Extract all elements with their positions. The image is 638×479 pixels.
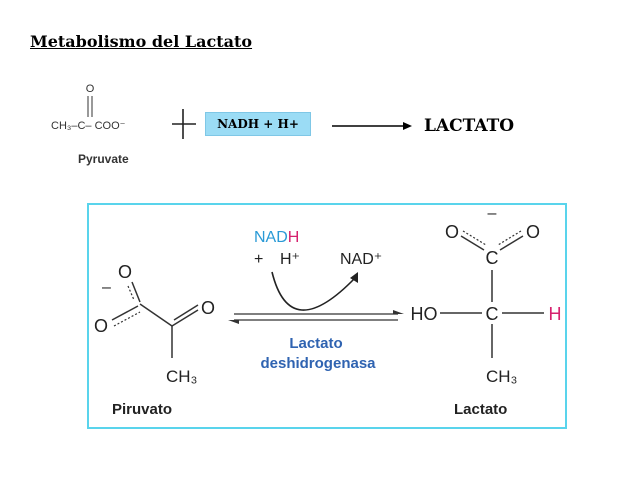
product-label: LACTATO	[424, 116, 515, 136]
lactato-charge: –	[488, 205, 497, 222]
piruvato-o-top: O	[118, 262, 132, 282]
lactato-h: H	[549, 304, 562, 324]
piruvato-o-left: O	[94, 316, 108, 336]
equilibrium-arrows	[228, 310, 404, 324]
lactato-label: Lactato	[454, 401, 507, 418]
reaction-frame	[87, 203, 567, 429]
pyruvate-label: Pyruvate	[78, 152, 129, 166]
cofactor-nad: NAD⁺	[340, 251, 382, 268]
piruvato-charge: –	[102, 279, 111, 296]
proton-plus: +	[254, 251, 263, 268]
pyruvate-carbonyl-o: O	[86, 83, 95, 95]
page-title: Metabolismo del Lactato	[30, 32, 253, 51]
lactato-o-left: O	[445, 222, 459, 242]
enzyme-line-2: deshidrogenasa	[260, 355, 376, 372]
enzyme-line-1: Lactato	[289, 335, 342, 352]
lactato-ch3: CH₃	[486, 367, 517, 386]
lactato-c-carboxyl: C	[486, 248, 499, 268]
pyruvate-formula: CH₃–C– COO⁻	[51, 120, 126, 132]
lactato-o-right: O	[526, 222, 540, 242]
piruvato-label: Piruvato	[112, 401, 172, 418]
cofactor-curved-arrow	[271, 271, 358, 311]
lactato-ho: HO	[411, 304, 438, 324]
cofactor-nadh: NADH	[254, 229, 299, 246]
lactato-c-central: C	[486, 304, 499, 324]
cofactors: NADH + H⁺ NAD⁺	[254, 229, 382, 268]
top-reaction-arrow	[332, 122, 412, 130]
piruvato-ch3: CH₃	[166, 367, 197, 386]
lactato-molecule: – O O C HO C H CH₃ Lactato	[411, 205, 562, 418]
piruvato-o-ketone: O	[201, 298, 215, 318]
piruvato-molecule: O – O O CH₃ Piruvato	[94, 262, 215, 418]
proton: H⁺	[280, 251, 300, 268]
pyruvate-structure: O CH₃–C– COO⁻ Pyruvate	[51, 83, 129, 166]
nadh-box: NADH + H+	[205, 112, 311, 136]
plus-sign	[172, 109, 196, 139]
